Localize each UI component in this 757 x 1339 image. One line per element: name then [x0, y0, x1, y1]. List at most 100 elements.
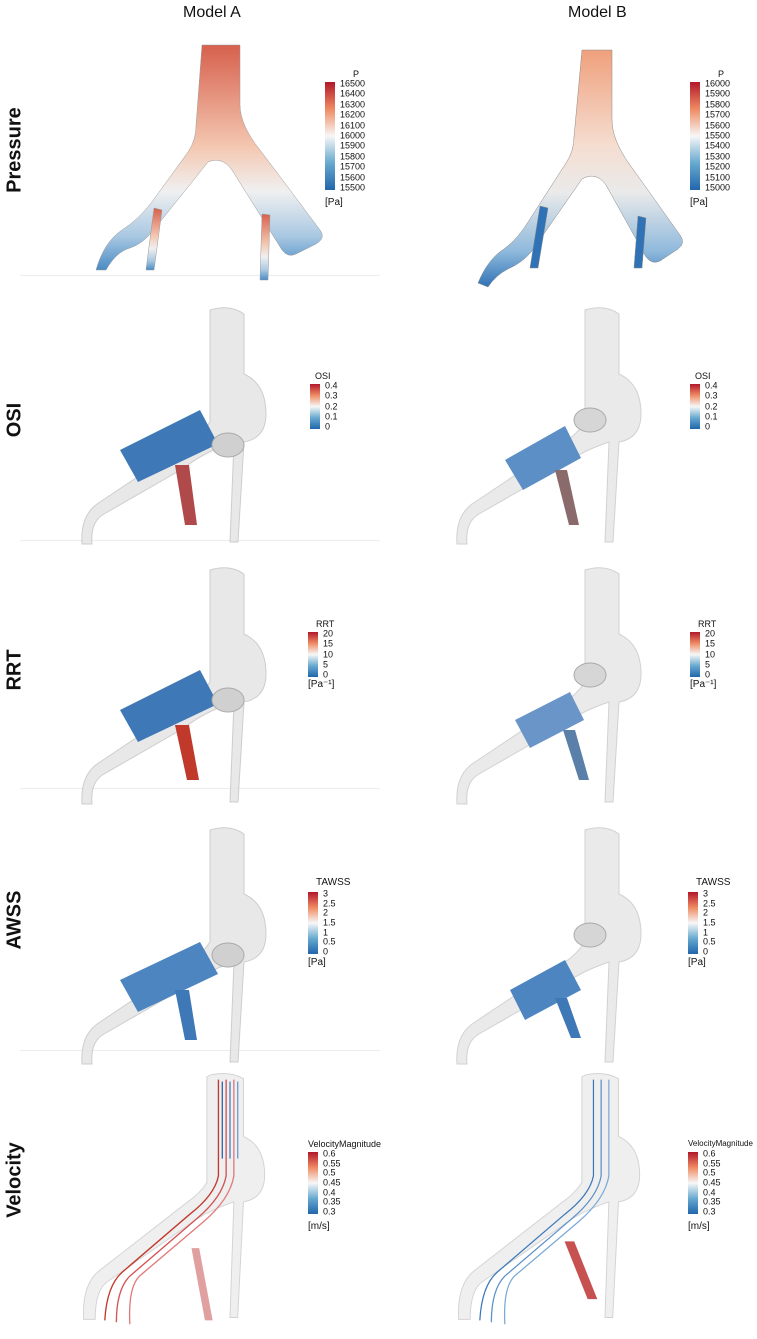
legend-tick-label: 2 [703, 907, 709, 918]
legend-tick-label: 0.4 [703, 1187, 716, 1198]
legend-tick-label: 15600 [705, 120, 731, 131]
legend-title: VelocityMagnitude [688, 1139, 753, 1148]
legend-tick-label: 15000 [705, 182, 731, 193]
legend-tick-label: 0 [325, 421, 331, 432]
legend-colorbar [688, 892, 698, 954]
legend-title: RRT [698, 619, 717, 629]
legend-tick-label: 0.1 [705, 411, 718, 422]
legend-unit: [Pa] [325, 197, 343, 208]
legend-title: P [353, 69, 360, 79]
legend-title: TAWSS [696, 877, 731, 888]
legend-tick-label: 15 [705, 638, 716, 649]
legend-tick-label: 0.5 [323, 936, 336, 947]
legend-tick-label: 0.3 [705, 390, 718, 401]
legend-tick-label: 16100 [340, 120, 366, 131]
row-separator [20, 1050, 380, 1051]
legend-tick-label: 0 [705, 421, 711, 432]
legend-tick-label: 3 [703, 888, 709, 899]
legend-colorbar [310, 384, 320, 429]
legend-tick-label: 1.5 [703, 917, 716, 928]
legend-colorbar [308, 632, 318, 677]
legend-tick-label: 0.45 [703, 1177, 721, 1188]
legend-unit: [Pa⁻¹] [690, 679, 717, 690]
legend-tick-label: 0.3 [703, 1206, 716, 1217]
legend-colorbar [688, 1152, 698, 1214]
column-title-model-b: Model B [568, 4, 627, 21]
legend-tick-label: 10 [705, 649, 716, 659]
legend-tick-label: 0.5 [703, 936, 716, 947]
legend-tick-label: 0.6 [323, 1148, 336, 1159]
legend-tick-label: 15600 [340, 172, 366, 183]
legend-colorbar [308, 1152, 318, 1214]
pressure-model-b-render [470, 30, 757, 290]
legend-tick-label: 0.5 [703, 1167, 716, 1178]
legend-colorbar [308, 892, 318, 954]
legend-tick-label: 0.4 [705, 380, 718, 391]
legend-tick-label: 2 [323, 907, 329, 918]
legend-unit: [m/s] [688, 1221, 710, 1232]
legend-unit: [Pa⁻¹] [308, 679, 335, 690]
legend-tick-label: 15900 [340, 140, 366, 151]
pressure-model-a-render [90, 30, 390, 290]
legend-tick-label: 1 [703, 927, 709, 938]
legend-tick-label: 20 [705, 628, 716, 639]
rrt-model-a-render [80, 550, 380, 810]
legend-tick-label: 0.1 [325, 411, 338, 422]
legend-tick-label: 15300 [705, 151, 731, 162]
awss-model-a-render [80, 810, 380, 1070]
legend-tick-label: 10 [323, 649, 334, 659]
legend-tick-label: 15700 [340, 161, 366, 172]
legend-tick-label: 0.45 [323, 1177, 341, 1188]
row-label-osi: OSI [3, 402, 26, 438]
legend-tick-label: 0.35 [703, 1196, 721, 1207]
osi-model-a-render [80, 290, 380, 550]
legend-tick-label: 15400 [705, 140, 731, 151]
legend-tick-label: 15900 [705, 88, 731, 99]
legend-tick-label: 0.3 [325, 390, 338, 401]
legend-tick-label: 0.4 [323, 1187, 336, 1198]
legend-tick-label: 0.2 [705, 401, 718, 411]
legend-title: OSI [695, 371, 711, 381]
column-title-model-a: Model A [183, 4, 241, 21]
velocity-model-b-render [455, 1070, 755, 1330]
legend-colorbar [690, 632, 700, 677]
legend-tick-label: 15 [323, 638, 334, 649]
legend-unit: [Pa] [688, 957, 706, 968]
legend-colorbar [690, 82, 700, 190]
legend-tick-label: 1.5 [323, 917, 336, 928]
legend-tick-label: 0 [323, 946, 329, 957]
legend-tick-label: 2.5 [703, 898, 716, 909]
velocity-model-a-render [80, 1070, 380, 1330]
legend-tick-label: 15100 [705, 172, 731, 183]
row-label-pressure: Pressure [3, 107, 26, 193]
legend-tick-label: 15500 [705, 130, 731, 141]
legend-tick-label: 15800 [705, 99, 731, 110]
legend-unit: [Pa] [308, 957, 326, 968]
row-label-rrt: RRT [3, 649, 26, 691]
legend-tick-label: 0 [705, 669, 711, 680]
legend-tick-label: 15700 [705, 109, 731, 120]
legend-title: P [718, 69, 725, 79]
legend-tick-label: 16000 [705, 78, 731, 89]
row-separator [20, 275, 380, 276]
legend-tick-label: 0.3 [323, 1206, 336, 1217]
osi-model-b-render [455, 290, 755, 550]
legend-tick-label: 5 [705, 659, 711, 670]
legend-tick-label: 0.55 [323, 1158, 341, 1169]
legend-title: RRT [316, 619, 335, 629]
awss-model-b-render [455, 810, 755, 1070]
legend-unit: [m/s] [308, 1221, 330, 1232]
legend-tick-label: 0.4 [325, 380, 338, 391]
legend-tick-label: 0.5 [323, 1167, 336, 1178]
row-separator [20, 540, 380, 541]
legend-tick-label: 0.2 [325, 401, 338, 411]
row-separator [20, 788, 380, 789]
